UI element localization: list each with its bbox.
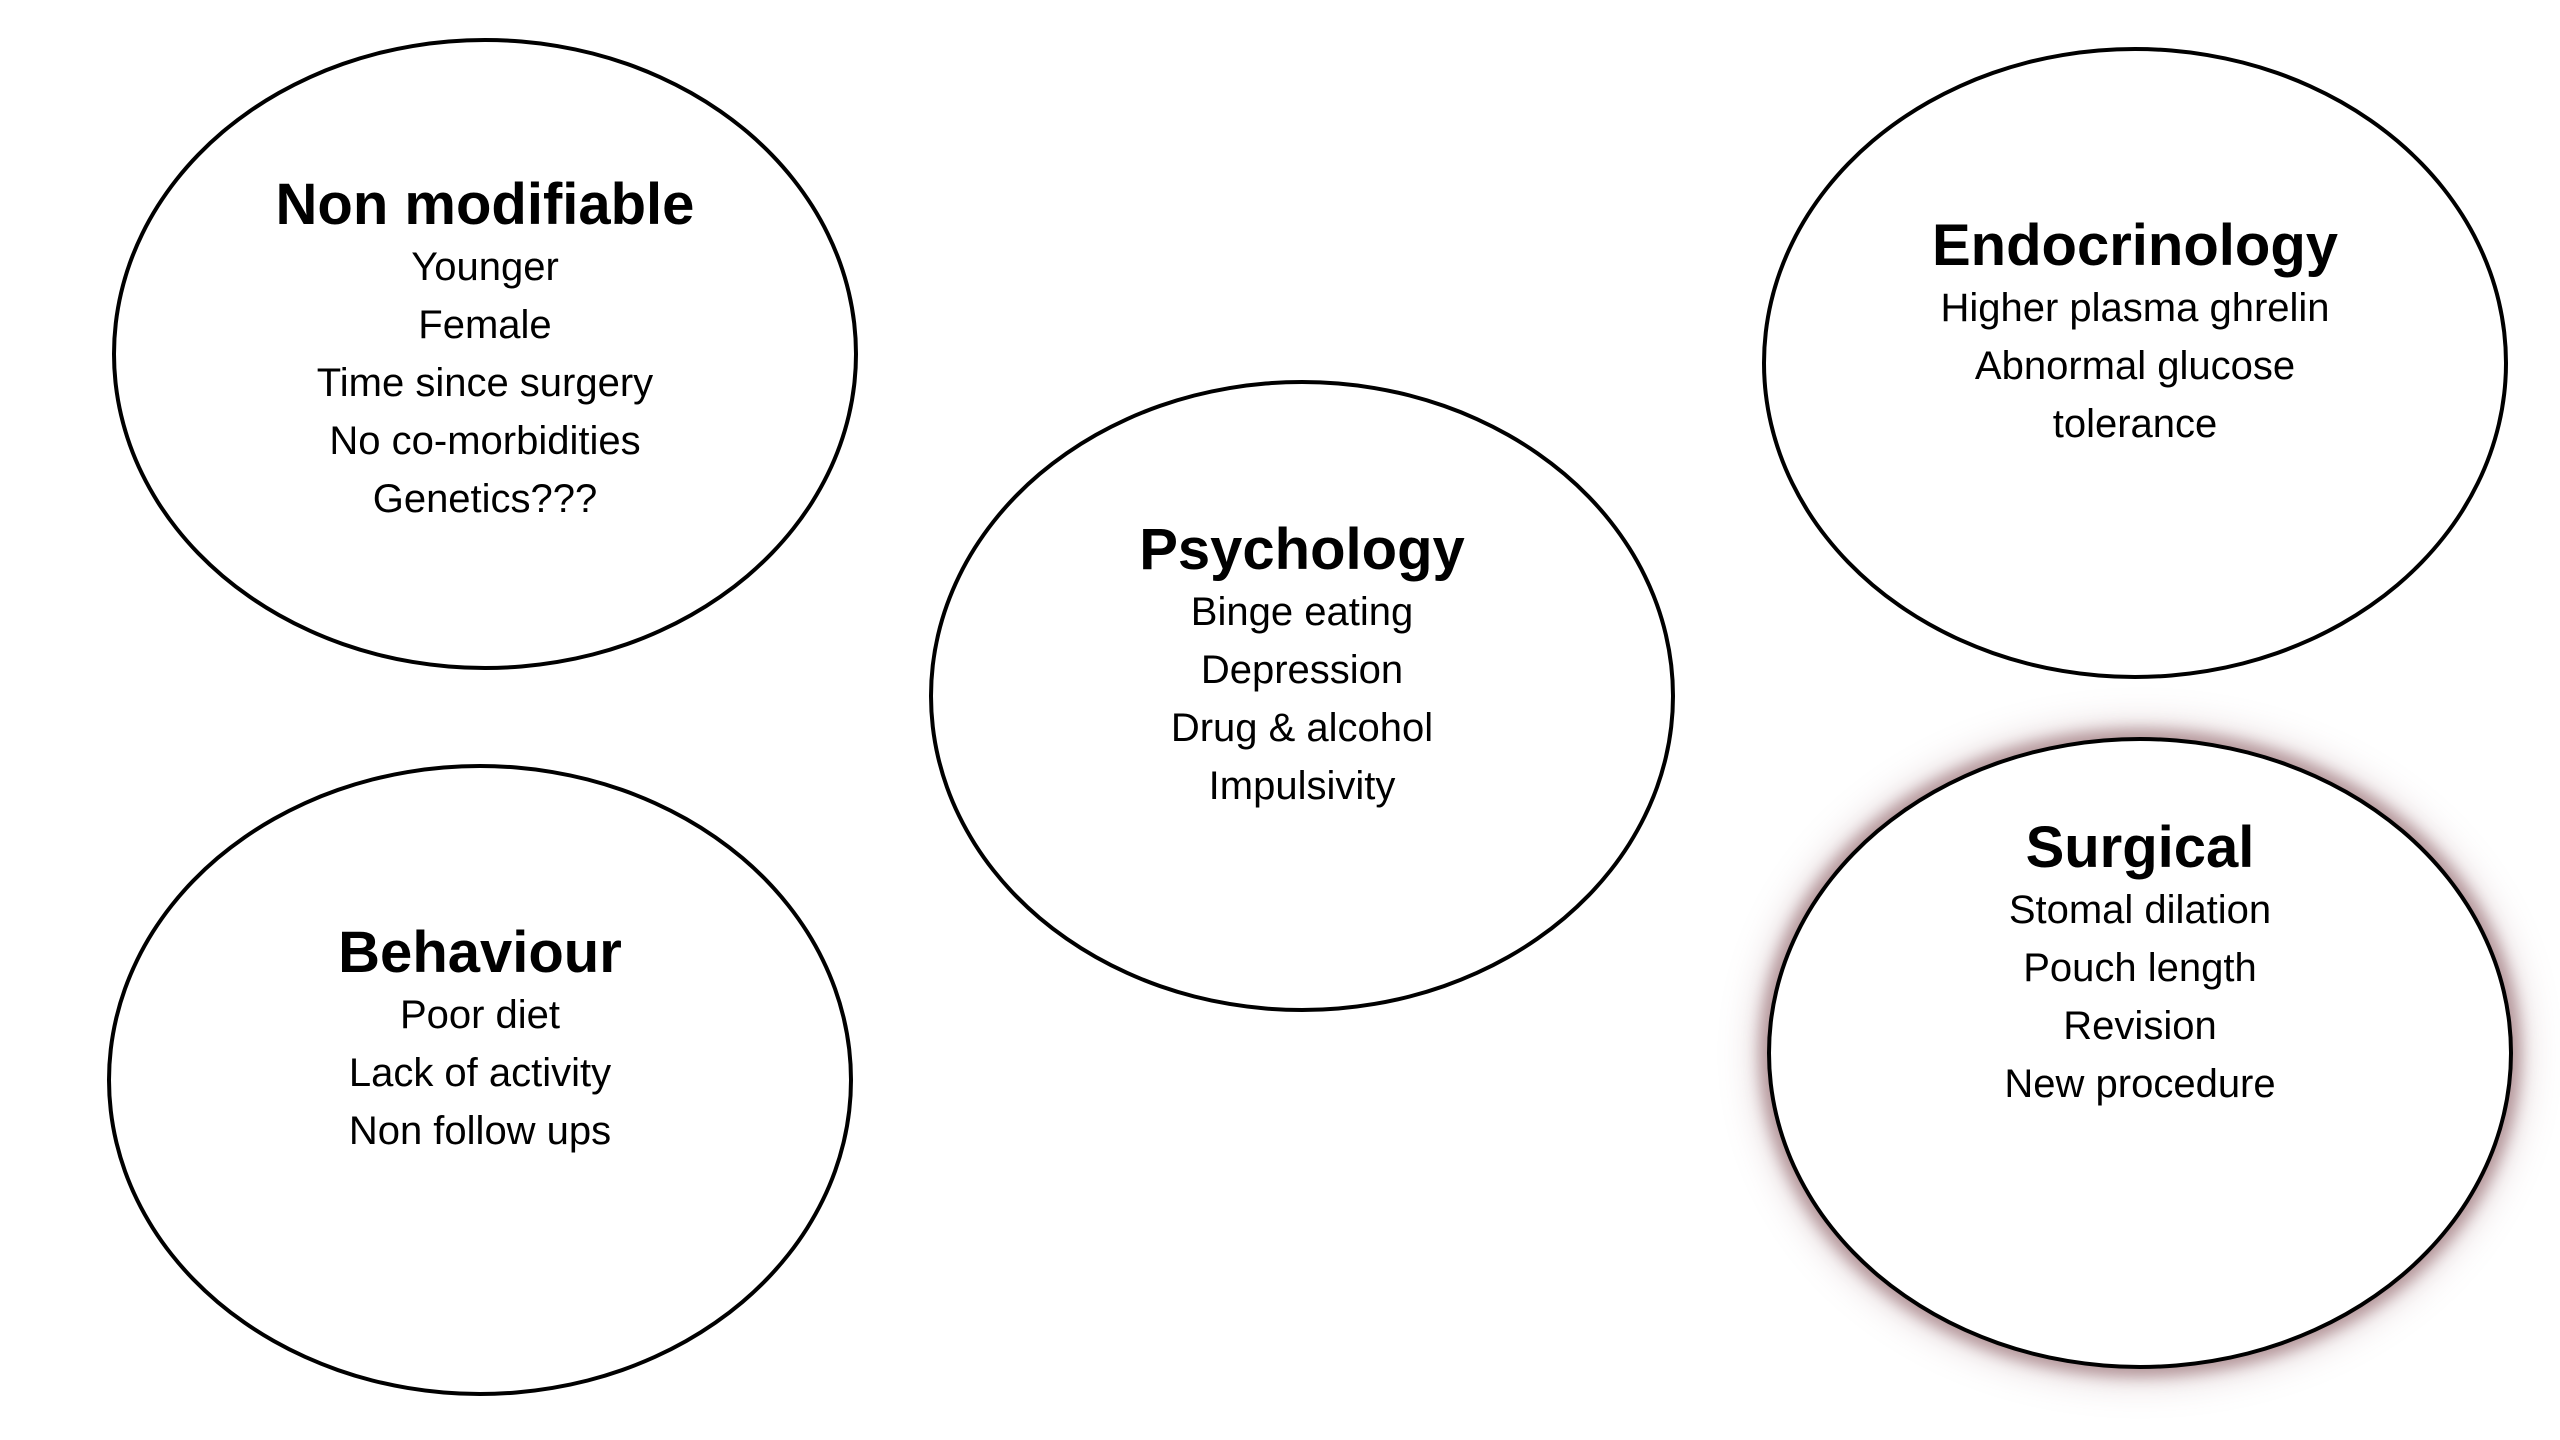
surgical-item: New procedure <box>2004 1062 2276 1106</box>
non-modifiable-heading: Non modifiable <box>275 172 695 237</box>
psychology-text: Psychology Binge eating Depression Drug … <box>982 517 1622 815</box>
behaviour-item: Poor diet <box>399 993 561 1037</box>
psychology-heading: Psychology <box>1139 517 1465 582</box>
psychology-item: Depression <box>1200 648 1404 692</box>
non-modifiable-ellipse <box>112 38 858 670</box>
psychology-item: Binge eating <box>1190 590 1414 634</box>
endocrinology-item: Higher plasma ghrelin <box>1940 286 2330 330</box>
behaviour-text: Behaviour Poor diet Lack of activity Non… <box>160 920 800 1160</box>
psychology-item: Impulsivity <box>1208 764 1396 808</box>
surgical-text: Surgical Stomal dilation Pouch length Re… <box>1820 815 2460 1113</box>
surgical-item: Revision <box>2063 1004 2217 1048</box>
behaviour-heading: Behaviour <box>338 920 622 985</box>
non-modifiable-item: No co-morbidities <box>329 419 641 463</box>
non-modifiable-item: Time since surgery <box>316 361 654 405</box>
psychology-ellipse <box>929 380 1675 1012</box>
non-modifiable-text: Non modifiable Younger Female Time since… <box>165 172 805 528</box>
endocrinology-text: Endocrinology Higher plasma ghrelin Abno… <box>1815 213 2455 453</box>
non-modifiable-item: Genetics??? <box>372 477 598 521</box>
behaviour-ellipse <box>107 764 853 1396</box>
non-modifiable-item: Younger <box>411 245 559 289</box>
endocrinology-item: Abnormal glucose <box>1974 344 2296 388</box>
non-modifiable-item: Female <box>418 303 552 347</box>
endocrinology-ellipse <box>1762 47 2508 679</box>
psychology-item: Drug & alcohol <box>1170 706 1434 750</box>
endocrinology-item: tolerance <box>2052 402 2218 446</box>
behaviour-item: Lack of activity <box>348 1051 612 1095</box>
surgical-ellipse <box>1767 737 2513 1369</box>
surgical-item: Pouch length <box>2023 946 2257 990</box>
behaviour-item: Non follow ups <box>348 1109 612 1153</box>
surgical-heading: Surgical <box>2025 815 2255 880</box>
endocrinology-heading: Endocrinology <box>1932 213 2338 278</box>
surgical-item: Stomal dilation <box>2008 888 2272 932</box>
